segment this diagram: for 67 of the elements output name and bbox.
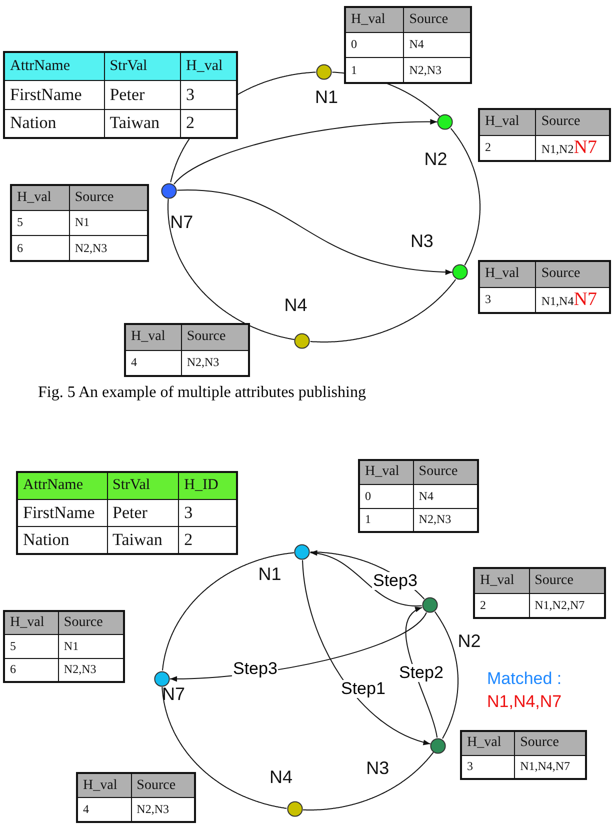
table-cell: FirstName	[17, 499, 108, 527]
cell-text: N1,N4	[541, 294, 574, 308]
header-cell: Source	[529, 568, 605, 593]
header-cell: H_ID	[178, 472, 237, 500]
header-cell: H_val	[479, 109, 536, 135]
header-cell: Source	[181, 324, 249, 350]
ring-line	[162, 686, 288, 809]
header-cell: Source	[69, 185, 148, 210]
header-cell: H_val	[345, 7, 404, 32]
node-label: N7	[162, 684, 186, 703]
header-cell: H_val	[11, 185, 70, 210]
arrow	[302, 560, 431, 745]
node-label: N1	[315, 88, 338, 106]
header-cell: H_val	[180, 52, 237, 81]
header-cell: Source	[514, 731, 586, 755]
header-cell: H_val	[4, 611, 58, 635]
header-cell: H_val	[359, 460, 414, 484]
ring-line	[162, 552, 295, 671]
node-label: N7	[170, 212, 194, 231]
header-cell: Source	[58, 611, 124, 635]
header-cell: H_val	[125, 324, 182, 350]
ring-line	[434, 611, 458, 739]
arrow	[174, 119, 438, 185]
cell-text: N1,N2	[541, 142, 574, 156]
arrow	[176, 190, 453, 275]
header-cell: H_val	[474, 568, 530, 593]
node-label: N1	[258, 565, 282, 584]
header-cell: Source	[536, 261, 610, 287]
header-cell: H_val	[461, 731, 515, 755]
arrow	[405, 607, 438, 738]
node-label: N3	[366, 758, 390, 776]
edge-label: Step3	[232, 660, 278, 678]
header-cell: H_val	[77, 773, 132, 798]
table-cell: Peter	[107, 499, 179, 527]
figure-caption: Fig. 5 An example of multiple attributes publishing	[38, 384, 366, 402]
header-cell: Source	[404, 7, 471, 32]
table-cell: 5	[11, 210, 70, 236]
table-cell: 5	[4, 634, 58, 658]
arrow	[310, 550, 422, 606]
highlighted-text: N7	[574, 136, 597, 158]
edge-label: Step2	[398, 664, 444, 682]
node-label: N4	[284, 296, 308, 314]
header-cell: StrVal	[107, 472, 179, 500]
ring-line	[450, 128, 480, 266]
ring-line	[310, 278, 456, 342]
table-cell: Peter	[104, 80, 180, 110]
note-text: N1,N4,N7	[487, 692, 562, 712]
node-label: N2	[424, 150, 448, 168]
table-cell: FirstName	[4, 80, 104, 110]
table-cell: 0	[345, 32, 404, 58]
header-cell: Source	[536, 109, 610, 135]
header-cell: H_val	[479, 261, 536, 287]
header-cell: Source	[131, 773, 195, 798]
edge-label: Step3	[372, 572, 418, 590]
table-cell: 0	[359, 484, 414, 508]
ring-line	[168, 198, 295, 340]
highlighted-text: N7	[574, 288, 597, 310]
node-label: N3	[410, 232, 434, 250]
header-cell: StrVal	[104, 52, 180, 81]
node-label: N2	[458, 632, 481, 650]
header-cell: AttrName	[4, 52, 104, 81]
header-cell: AttrName	[17, 472, 108, 500]
header-cell: Source	[413, 460, 478, 484]
node-label: N4	[270, 768, 293, 786]
ring-line	[302, 752, 434, 810]
edge-label: Step1	[340, 680, 386, 698]
note-text: Matched :	[487, 669, 562, 689]
